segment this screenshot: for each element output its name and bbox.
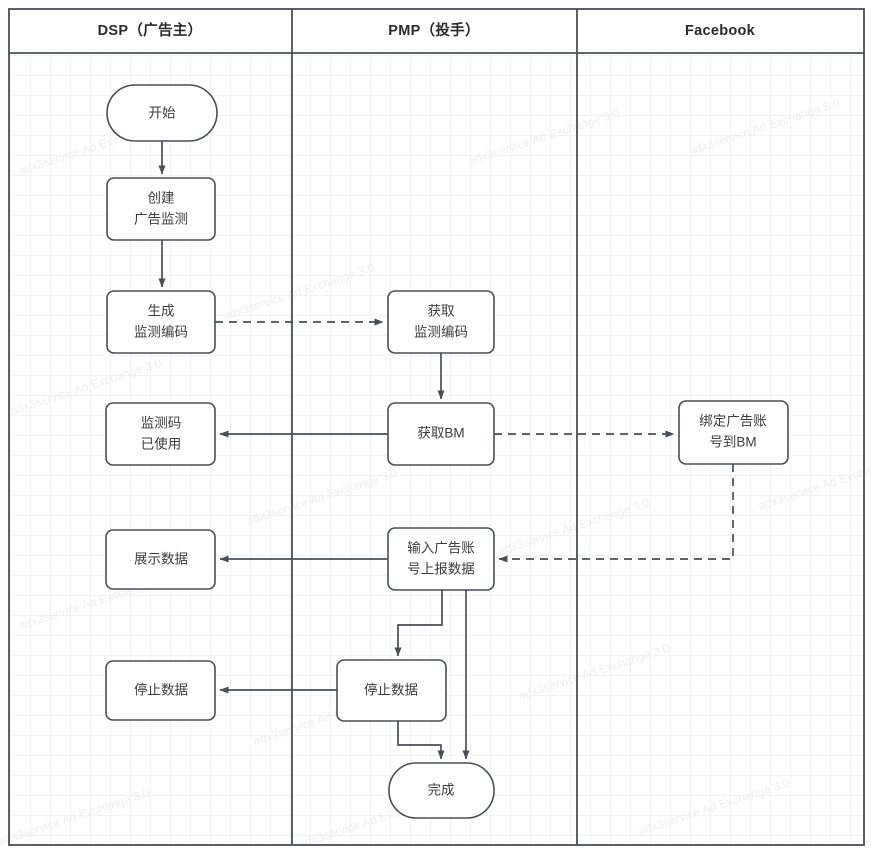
watermark: adx3service Ad Exchange 3.0 [687, 96, 842, 158]
watermark: adx3service Ad Exchange 3.0 [637, 776, 792, 838]
node-stop-data-pmp-label: 停止数据 [364, 682, 418, 698]
edge-input-acct-to-stop-data-pmp [394, 590, 443, 657]
node-layer: 开始 创建 广告监测 生成 监测编码 监测码 已使用 [105, 84, 789, 819]
node-code-used-label-line1: 监测码 [141, 416, 182, 431]
node-stop-data-dsp-label: 停止数据 [134, 682, 188, 698]
node-start[interactable]: 开始 [106, 84, 218, 142]
lane-header-dsp: DSP（广告主） [98, 21, 203, 39]
node-show-data[interactable]: 展示数据 [105, 529, 216, 590]
node-fetch-bm-label: 获取BM [417, 426, 464, 441]
node-start-label: 开始 [149, 106, 176, 121]
edge-bind-bm-to-input-acct [498, 464, 734, 563]
node-create-ad-monitor-shape[interactable] [106, 177, 216, 241]
node-input-account-shape[interactable] [387, 527, 495, 591]
watermark: adx3service Ad Exchange 3.0 [0, 786, 152, 848]
node-bind-bm-shape[interactable] [678, 400, 789, 465]
lane-header-pmp: PMP（投手） [388, 21, 480, 39]
lane-headers: DSP（广告主） PMP（投手） Facebook [98, 21, 756, 39]
node-code-used-label-line2: 已使用 [141, 436, 182, 452]
node-create-ad-monitor-label-line2: 广告监测 [134, 212, 188, 227]
watermark: adx3service Ad Exchange 3.0 [245, 466, 400, 528]
node-stop-data-pmp[interactable]: 停止数据 [336, 659, 447, 722]
node-generate-code-label-line1: 生成 [148, 304, 175, 319]
node-bind-bm-label-line2: 号到BM [709, 435, 756, 450]
node-generate-code-shape[interactable] [106, 290, 216, 354]
node-fetch-code[interactable]: 获取 监测编码 [387, 290, 495, 354]
node-input-account[interactable]: 输入广告账 号上报数据 [387, 527, 495, 591]
edge-layer [158, 141, 734, 760]
node-fetch-bm[interactable]: 获取BM [387, 402, 495, 466]
lane-header-facebook: Facebook [685, 23, 756, 39]
node-stop-data-dsp[interactable]: 停止数据 [105, 660, 216, 721]
node-bind-bm[interactable]: 绑定广告账 号到BM [678, 400, 789, 465]
node-stop-data-pmp-shape[interactable] [336, 659, 447, 722]
node-code-used[interactable]: 监测码 已使用 [105, 402, 216, 466]
node-fetch-code-shape[interactable] [387, 290, 495, 354]
watermark: adx3service Ad Exchange 3.0 [467, 106, 622, 168]
node-create-ad-monitor[interactable]: 创建 广告监测 [106, 177, 216, 241]
node-show-data-label: 展示数据 [134, 552, 188, 567]
node-bind-bm-label-line1: 绑定广告账 [699, 414, 767, 429]
node-generate-code-label-line2: 监测编码 [134, 325, 188, 340]
swimlane-frame [8, 8, 865, 846]
node-stop-data-dsp-shape[interactable] [105, 660, 216, 721]
node-fetch-code-label-line1: 获取 [428, 304, 455, 319]
watermark: adx3service Ad Exchange 3.0 [222, 261, 377, 323]
node-show-data-shape[interactable] [105, 529, 216, 590]
watermark: adx3service Ad Exchange 3.0 [517, 641, 672, 703]
node-input-account-label-line2: 号上报数据 [407, 562, 475, 577]
node-fetch-bm-shape[interactable] [387, 402, 495, 466]
node-input-account-label-line1: 输入广告账 [407, 541, 475, 556]
node-generate-code[interactable]: 生成 监测编码 [106, 290, 216, 354]
node-start-shape[interactable] [106, 84, 218, 142]
outer-frame [8, 8, 865, 846]
edge-stop-data-pmp-to-finish [397, 721, 445, 760]
node-code-used-shape[interactable] [105, 402, 216, 466]
node-fetch-code-label-line2: 监测编码 [414, 325, 468, 340]
node-finish-shape[interactable] [388, 762, 495, 819]
watermark: adx3service Ad Exchange 3.0 [497, 496, 652, 558]
node-finish-label: 完成 [428, 783, 455, 798]
node-finish[interactable]: 完成 [388, 762, 495, 819]
node-create-ad-monitor-label-line1: 创建 [148, 191, 175, 206]
